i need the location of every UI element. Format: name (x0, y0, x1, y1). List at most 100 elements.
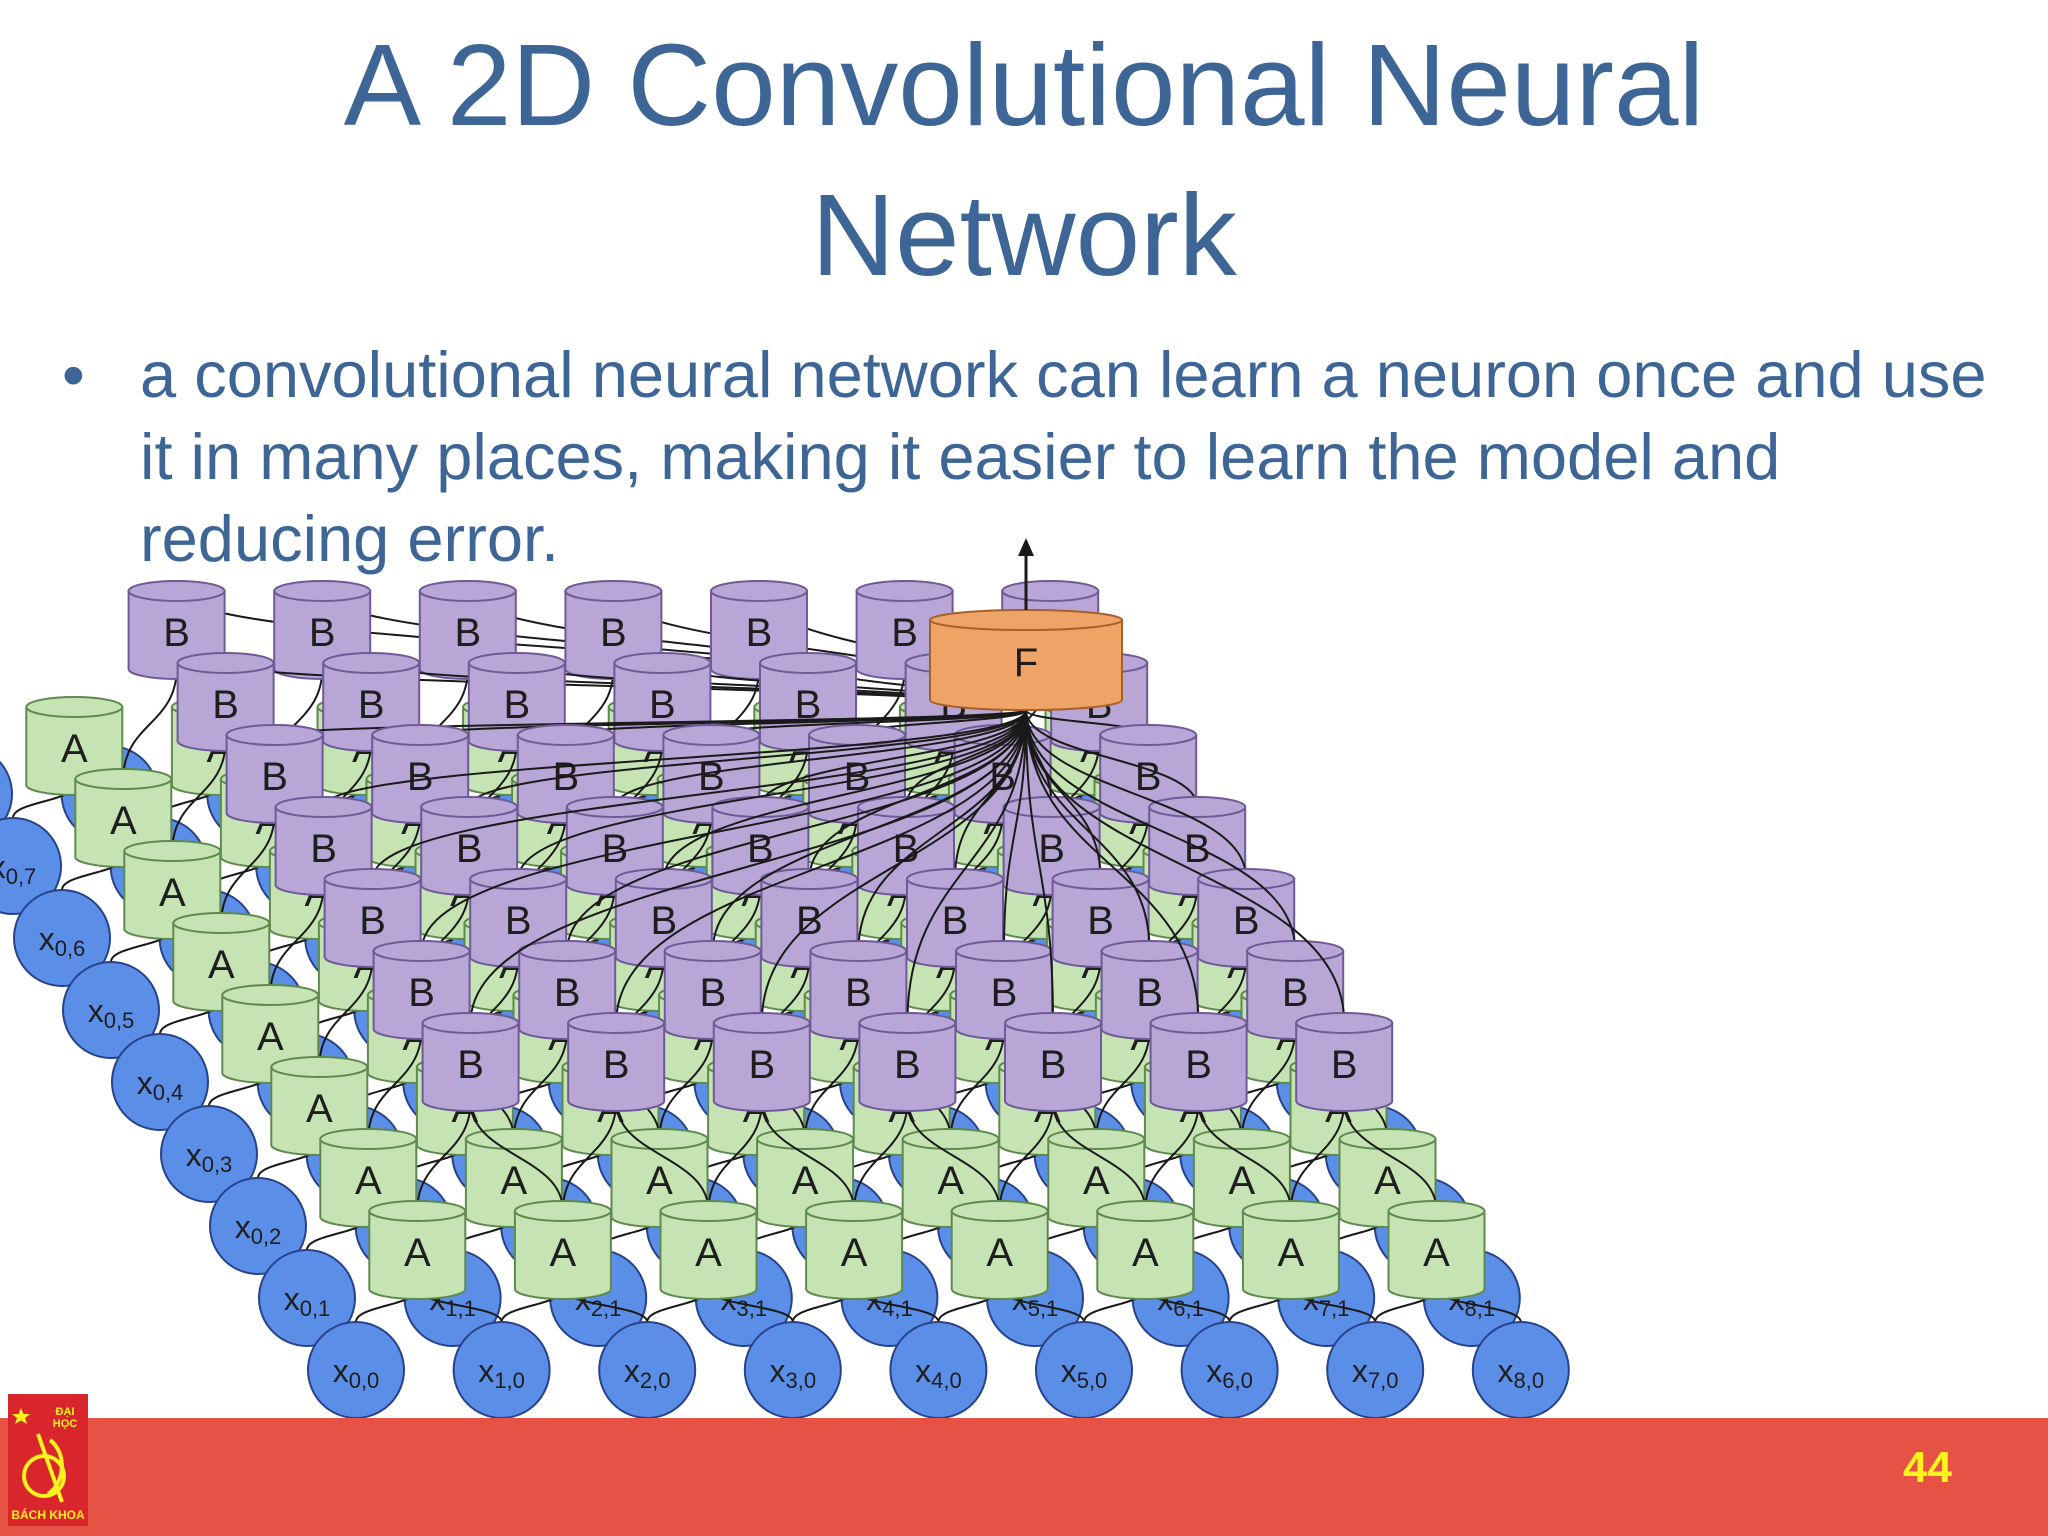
input-node: x1,0 (452, 1321, 551, 1419)
conv2-cell: B (858, 1012, 957, 1112)
conv1-cell-label: A (695, 1231, 722, 1275)
conv2-cell-label: B (456, 827, 483, 871)
conv2-to-output-edge (1025, 709, 1297, 952)
conv1-cell-label: A (355, 1159, 382, 1203)
conv1-to-conv2-edge (512, 1028, 569, 1140)
conv2-cell-label: B (796, 899, 823, 943)
conv2-to-output-edge (1025, 709, 1151, 952)
conv2-cell: B (712, 1012, 811, 1112)
conv2-cell: B (1004, 1012, 1102, 1112)
conv2-cell-label: B (358, 683, 385, 727)
conv2-to-output-edge (1003, 709, 1027, 952)
conv2-cell-label: B (309, 611, 336, 655)
conv2-cell-label: B (891, 611, 918, 655)
conv2-cell-label: B (163, 611, 190, 655)
conv1-cell-label: A (1374, 1159, 1401, 1203)
conv1-to-conv2-edge (1289, 1100, 1346, 1212)
conv2-cell: B (176, 652, 275, 752)
conv2-cell-label: B (1282, 971, 1309, 1015)
conv1-cell: A (368, 1200, 467, 1300)
conv2-to-output-edge (1025, 709, 1054, 1024)
conv1-cell-label: A (61, 727, 88, 771)
conv2-to-output-edge (615, 709, 1027, 1024)
input-node: x0,1 (258, 1249, 356, 1347)
conv1-cell-label: A (501, 1159, 528, 1203)
conv1-to-conv2-edge (269, 884, 325, 996)
input-node: x7,0 (1326, 1321, 1425, 1419)
input-node: x0,5 (62, 961, 160, 1059)
conv1-to-conv2-edge (1144, 1100, 1200, 1212)
conv2-to-output-edge (613, 709, 1027, 808)
conv2-cell-label: B (748, 1043, 775, 1087)
conv1-cell-label: A (937, 1159, 964, 1203)
conv1-cell: A (172, 912, 271, 1012)
conv2-cell-label: B (600, 611, 627, 655)
conv2-cell-label: B (554, 971, 581, 1015)
conv1-to-conv2-edge (318, 956, 374, 1068)
conv2-cell-label: B (1185, 1043, 1212, 1087)
conv1-to-conv2-edge (469, 1100, 564, 1212)
conv1-cell-label: A (1132, 1231, 1159, 1275)
input-node: x4,0 (889, 1321, 988, 1419)
input-node-label: x0,0 (333, 1353, 380, 1393)
conv1-to-conv2-edge (707, 1100, 763, 1212)
conv2-cell-label: B (699, 971, 726, 1015)
input-node: x0,0 (307, 1321, 405, 1419)
conv1-cell-label: A (646, 1159, 673, 1203)
page-number: 44 (1903, 1443, 1952, 1492)
conv1-to-conv2-edge (998, 1100, 1054, 1212)
arrow-up-icon (1018, 538, 1034, 556)
conv2-to-output-edge (760, 709, 1027, 1024)
conv2-to-output-edge (906, 709, 1027, 1024)
conv1-to-conv2-edge (561, 1100, 618, 1212)
conv2-cell-label: B (942, 899, 969, 943)
conv1-cell: A (950, 1200, 1049, 1300)
conv1-cell-label: A (1229, 1159, 1256, 1203)
conv1-cell-label: A (1423, 1231, 1450, 1275)
conv1-cell: A (901, 1128, 1000, 1228)
conv2-cell-label: B (359, 899, 386, 943)
conv1-to-conv2-edge (1052, 1100, 1147, 1212)
conv1-to-conv2-edge (1095, 1028, 1151, 1140)
conv1-cell: A (513, 1200, 612, 1300)
conv2-to-output-edge (517, 709, 1027, 880)
conv2-cell-label: B (650, 899, 677, 943)
conv2-to-output-edge (662, 709, 1027, 880)
conv1-to-conv2-edge (906, 1100, 1001, 1212)
conv1-to-conv2-edge (804, 1028, 860, 1140)
conv1-cell: A (805, 1200, 904, 1300)
convolutional-network-diagram: x0,8x1,8x2,8x3,8x4,8x5,8x6,8x7,8x8,8x0,7… (0, 538, 1570, 1419)
conv1-to-conv2-edge (122, 668, 178, 780)
conv2-cell-label: B (1331, 1043, 1358, 1087)
conv1-to-conv2-edge (615, 1100, 710, 1212)
conv1-cell-label: A (159, 871, 186, 915)
conv2-cell: B (421, 1012, 520, 1112)
conv2-to-output-edge (468, 709, 1027, 808)
conv2-cell: B (567, 1012, 666, 1112)
conv2-cell: B (1149, 1012, 1248, 1112)
conv1-to-conv2-edge (220, 812, 276, 924)
output-node-label: F (1014, 641, 1038, 685)
conv2-cell-label: B (408, 971, 435, 1015)
conv2-to-output-edge (566, 709, 1027, 952)
conv2-cell-label: B (457, 1043, 484, 1087)
conv2-cell-label: B (1184, 827, 1211, 871)
slide-title-line-1: A 2D Convolutional Neural (343, 20, 1705, 150)
star-icon (12, 1408, 30, 1424)
conv2-cell-label: B (310, 827, 337, 871)
slide-title-line-2: Network (811, 170, 1237, 300)
input-node: x5,0 (1035, 1321, 1133, 1419)
conv2-cell-label: B (746, 611, 773, 655)
conv1-cell: A (1241, 1200, 1340, 1300)
conv2-cell-label: B (1087, 899, 1114, 943)
input-node: x3,0 (743, 1321, 842, 1419)
conv1-to-conv2-edge (1343, 1100, 1438, 1212)
conv2-to-output-edge (371, 709, 1027, 880)
input-node: x0,3 (160, 1105, 258, 1203)
logo-bottom-text: BÁCH KHOA (11, 1508, 85, 1522)
conv2-to-output-edge (1025, 709, 1199, 808)
conv2-cell: B (273, 580, 372, 680)
conv2-cell-label: B (1233, 899, 1260, 943)
input-node: x8,0 (1471, 1321, 1570, 1419)
conv1-to-conv2-edge (1240, 1028, 1297, 1140)
